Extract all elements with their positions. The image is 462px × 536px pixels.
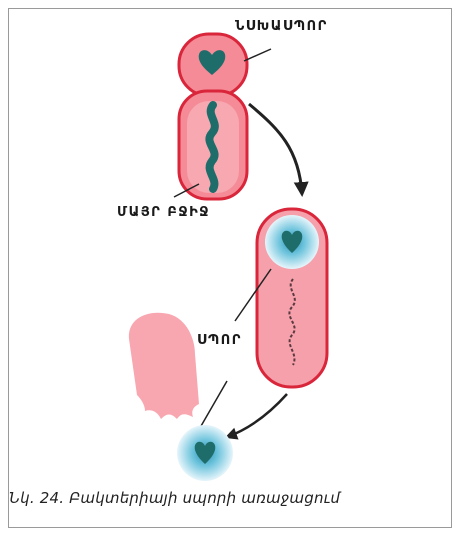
developing-spore [265, 215, 319, 269]
figure-caption: Նկ. 24. Բակտերիայի սպորի առաջացում [9, 489, 340, 507]
free-spore [177, 425, 233, 481]
label-spore: ՍՊՈՐ [197, 333, 242, 348]
label-forespore: ՆՍԽԱՍՊՈՐ [235, 19, 328, 34]
mother-cell-chromatin [209, 105, 214, 189]
lysed-cell-remnant [129, 313, 227, 433]
figure-frame: ՆՍԽԱՍՊՈՐ ՄԱՅՐ ԲՋԻՋ ՍՊՈՐ Նկ. 24. Բակտերիա… [8, 8, 452, 528]
sporulation-diagram [9, 9, 453, 529]
label-mother-cell: ՄԱՅՐ ԲՋԻՋ [117, 205, 210, 220]
arrow-to-free-spore [227, 394, 287, 437]
mother-cell [174, 34, 271, 199]
sporulating-cell [235, 209, 327, 387]
arrow-to-sporulating-cell [249, 104, 302, 194]
